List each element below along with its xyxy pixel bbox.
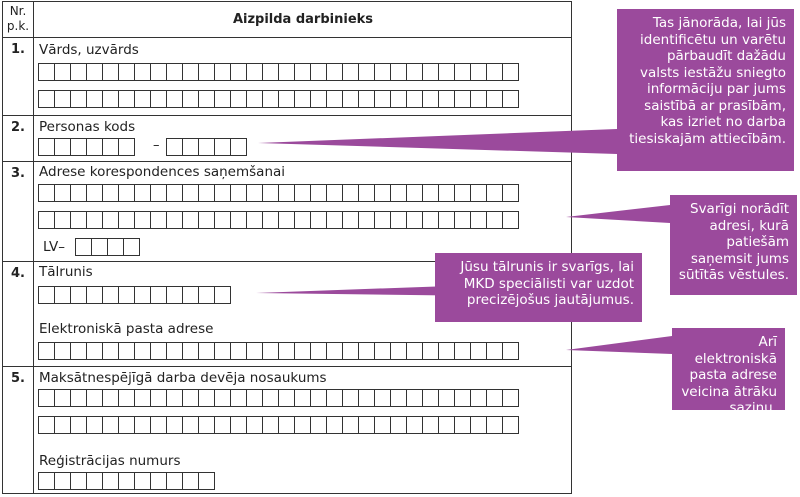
character-box[interactable]: [214, 286, 231, 304]
callout-personal-code: Tas jānorāda, lai jūs identificētu un va…: [617, 9, 794, 171]
name-surname-label: Vārds, uzvārds: [39, 42, 139, 58]
number-column-divider: [33, 2, 34, 494]
phone-label: Tālrunis: [39, 264, 93, 280]
character-box[interactable]: [198, 472, 215, 490]
character-box[interactable]: [502, 342, 519, 360]
number-column-header: Nr. p.k.: [3, 4, 33, 34]
employer-name-field-line-1[interactable]: [38, 389, 519, 407]
callout-phone: Jūsu tālrunis ir svarīgs, lai MKD speciā…: [435, 253, 642, 322]
callout-email: Arī elektroniskā pasta adrese veicina āt…: [672, 328, 785, 416]
email-field[interactable]: [38, 342, 519, 360]
character-box[interactable]: [230, 138, 247, 156]
personal-code-label: Personas kods: [39, 119, 136, 135]
phone-field[interactable]: [38, 286, 231, 304]
callout-pointer-personal-code: [258, 129, 617, 154]
callout-pointer-address: [566, 205, 670, 223]
callout-address: Svarīgi norādīt adresi, kurā patiešām sa…: [670, 195, 797, 295]
registration-number-label: Reģistrācijas numurs: [39, 453, 181, 469]
employer-name-field-line-2[interactable]: [38, 416, 519, 434]
registration-number-field[interactable]: [38, 472, 215, 490]
row-divider: [3, 37, 571, 38]
name-surname-field-line-2[interactable]: [38, 90, 519, 108]
character-box[interactable]: [502, 63, 519, 81]
email-label: Elektroniskā pasta adrese: [39, 321, 214, 337]
row-divider: [3, 161, 571, 162]
employee-form: Nr. p.k. Aizpilda darbinieks 1. Vārds, u…: [2, 1, 572, 494]
character-box[interactable]: [502, 416, 519, 434]
row-divider: [3, 366, 571, 367]
row-number: 4.: [11, 266, 25, 281]
form-title: Aizpilda darbinieks: [232, 12, 374, 27]
character-box[interactable]: [123, 238, 140, 256]
callout-pointer-email: [566, 336, 672, 354]
personal-code-separator: –: [153, 138, 160, 153]
postal-code-prefix: LV–: [43, 239, 66, 255]
address-label: Adrese korespondences saņemšanai: [39, 164, 286, 180]
pk-label: p.k.: [6, 19, 30, 33]
character-box[interactable]: [118, 138, 135, 156]
address-field-line-1[interactable]: [38, 184, 519, 202]
employer-name-label: Maksātnespējīgā darba devēja nosaukums: [39, 370, 327, 386]
name-surname-field-line-1[interactable]: [38, 63, 519, 81]
address-field-line-2[interactable]: [38, 211, 519, 229]
personal-code-field-part-1[interactable]: [38, 138, 135, 156]
row-number: 5.: [11, 371, 25, 386]
character-box[interactable]: [502, 184, 519, 202]
nr-label: Nr.: [9, 4, 27, 18]
row-number: 2.: [11, 120, 25, 135]
row-number: 1.: [11, 42, 25, 57]
character-box[interactable]: [502, 211, 519, 229]
personal-code-field-part-2[interactable]: [166, 138, 247, 156]
row-divider: [3, 261, 571, 262]
postal-code-field[interactable]: [75, 238, 140, 256]
character-box[interactable]: [502, 90, 519, 108]
row-divider: [3, 115, 571, 116]
row-number: 3.: [11, 166, 25, 181]
character-box[interactable]: [502, 389, 519, 407]
